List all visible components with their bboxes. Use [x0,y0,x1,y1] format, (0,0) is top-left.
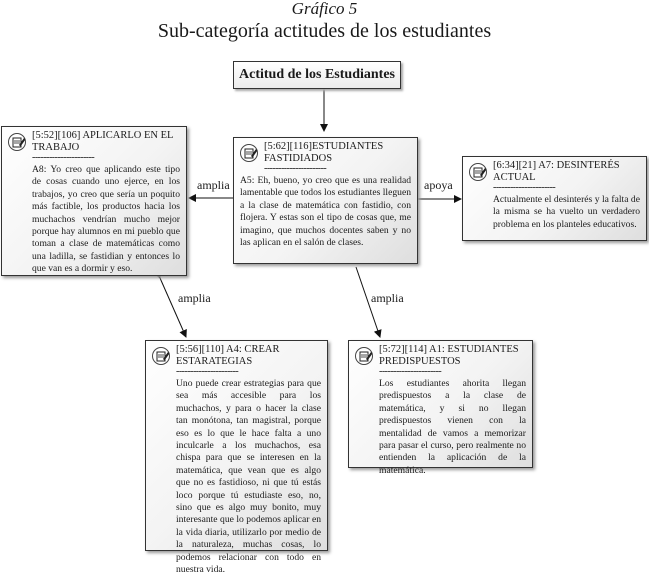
node-header: [5:56][110] A4: CREAR ESTARATEGIAS [176,344,280,367]
node-header: [5:62][116]ESTUDIANTES FASTIDIADOS [264,141,384,164]
node-separator: ---------------------- [493,183,556,193]
connector-lines [153,88,462,338]
node-separator: ---------------------- [176,367,239,377]
node-body: Los estudiantes ahorita llegan predispue… [379,378,526,476]
edge-center-bottom-right [355,266,382,338]
node-body: A8: Yo creo que aplicando este tipo de c… [32,164,180,275]
node-header: [5:72][114] A1: ESTUDIANTES PREDISPUESTO… [379,344,519,367]
node-body: Actualmente el desinterés y la falta de … [493,194,640,230]
node-right: [6:34][21] A7: DESINTERÉS ACTUAL -------… [462,156,647,241]
edge-label-center-right: apoya [424,178,453,192]
node-bottom-right: [5:72][114] A1: ESTUDIANTES PREDISPUESTO… [348,340,533,476]
edge-left-bottom-left [153,269,187,338]
node-body: Uno puede crear estrategias para que sea… [176,378,321,576]
node-bottom-left: [5:56][110] A4: CREAR ESTARATEGIAS -----… [145,340,328,575]
memo-icon [240,144,258,162]
node-center: [5:62][116]ESTUDIANTES FASTIDIADOS -----… [233,137,418,264]
memo-icon [469,163,487,181]
edge-label-center-left: amplia [197,178,230,192]
node-left: [5:52][106] APLICARLO EN EL TRABAJO ----… [1,126,187,276]
edge-label-center-bottom-right: amplia [371,291,404,305]
root-node: Actitud de los Estudiantes [233,61,401,89]
node-separator: ---------------------- [264,164,327,174]
edge-label-left-bottom-left: amplia [178,291,211,305]
figure-label: Gráfico 5 [291,0,358,18]
figure-title: Sub-categoría actitudes de los estudiant… [157,20,492,42]
node-separator: ---------------------- [379,367,442,377]
memo-icon [355,347,373,365]
node-body: A5: Eh, bueno, yo creo que es una realid… [240,175,411,249]
memo-icon [152,347,170,365]
node-header: [6:34][21] A7: DESINTERÉS ACTUAL [493,160,620,183]
memo-icon [8,133,26,151]
node-header: [5:52][106] APLICARLO EN EL TRABAJO [32,130,174,153]
node-separator: ---------------------- [32,153,95,163]
